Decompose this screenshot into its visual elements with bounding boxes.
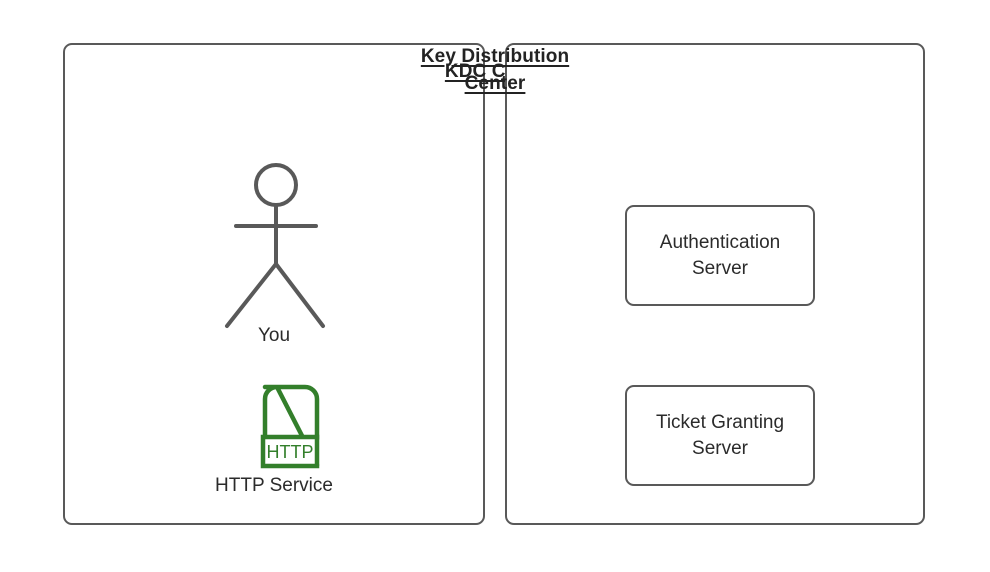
http-service-badge-box	[260, 434, 320, 469]
http-service-caption: HTTP Service	[215, 475, 333, 496]
stick-figure-leg-left	[225, 262, 278, 328]
panel-key-distribution-center-title: Key Distribution Center	[0, 43, 990, 97]
node-authentication-server-label: Authentication Server	[659, 231, 781, 279]
panel-kdc-title-line-2: Center	[464, 73, 526, 94]
stick-figure-leg-right	[274, 262, 325, 328]
node-ticket-granting-server[interactable]: Ticket Granting Server	[625, 385, 815, 486]
stick-figure-svg	[225, 163, 325, 328]
http-service-icon[interactable]: HTTP	[231, 381, 323, 471]
node-ticket-granting-server-label: Ticket Granting Server	[655, 411, 785, 459]
actor-caption: You	[257, 325, 291, 346]
panel-kdc-title-line-1: Key Distribution	[420, 46, 570, 67]
stick-figure-head	[254, 163, 298, 207]
http-service-svg: HTTP	[260, 384, 320, 469]
stick-figure-icon	[215, 155, 340, 340]
node-authentication-server[interactable]: Authentication Server	[625, 205, 815, 306]
http-service-badge-label: HTTP	[267, 442, 314, 462]
